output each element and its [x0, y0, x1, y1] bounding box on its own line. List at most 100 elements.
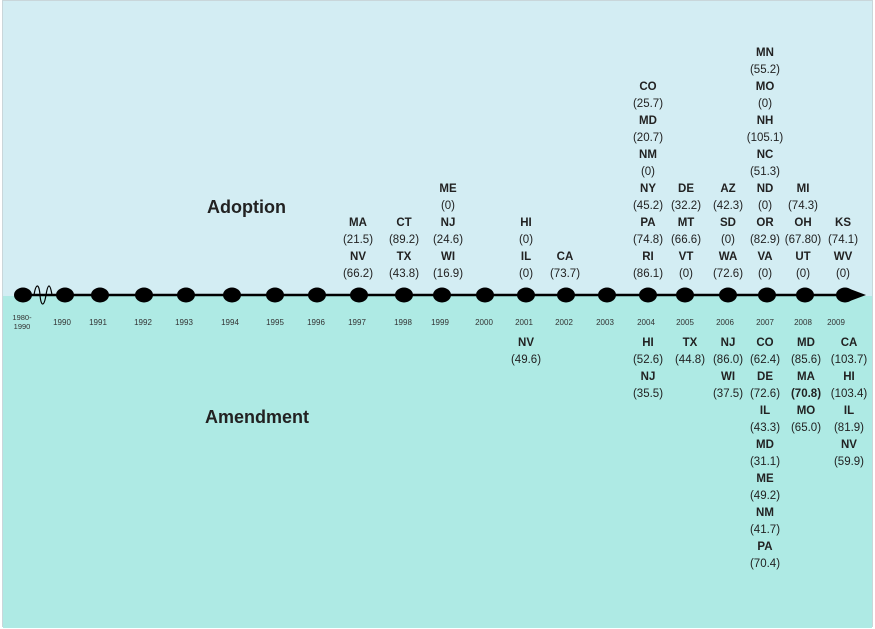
year-marker: [177, 287, 195, 303]
rps-value: (0): [518, 234, 534, 246]
year-marker: [135, 287, 153, 303]
adoption-stack-2009: KS(74.1)WV(0): [828, 215, 858, 283]
state-code: ME: [756, 473, 774, 485]
state-code: WV: [833, 251, 853, 263]
state-code: PA: [757, 541, 773, 553]
state-code: MA: [349, 217, 367, 229]
rps-value: (66.2): [342, 268, 374, 280]
rps-value: (16.9): [432, 268, 464, 280]
rps-value: (67.80): [784, 234, 822, 246]
state-code: IL: [759, 405, 771, 417]
rps-value: (0): [757, 200, 773, 212]
year-marker: [598, 287, 616, 303]
rps-value: (103.7): [830, 354, 868, 366]
year-label: 1992: [134, 318, 152, 327]
rps-value: (65.0): [790, 422, 822, 434]
rps-value: (59.9): [833, 456, 865, 468]
state-code: MD: [797, 337, 815, 349]
state-code: IL: [520, 251, 532, 263]
state-code: CO: [756, 337, 774, 349]
rps-value: (21.5): [342, 234, 374, 246]
year-label: 2004: [637, 318, 655, 327]
year-marker: [56, 287, 74, 303]
state-code: SD: [720, 217, 736, 229]
rps-value: (86.1): [632, 268, 664, 280]
rps-value: (70.4): [749, 558, 781, 570]
state-code: VA: [757, 251, 773, 263]
amendment-label: Amendment: [205, 407, 310, 427]
rps-value: (82.9): [749, 234, 781, 246]
state-code: MD: [639, 115, 657, 127]
year-marker: [14, 287, 32, 303]
state-code: DE: [757, 371, 773, 383]
year-marker: [676, 287, 694, 303]
adoption-stack-2005: DE(32.2)MT(66.6)VT(0): [671, 181, 701, 283]
year-marker: [350, 287, 368, 303]
year-label: 1991: [89, 318, 107, 327]
year-label: 1980-1990: [12, 313, 32, 331]
state-code: NM: [639, 149, 657, 161]
state-code: VT: [678, 251, 694, 263]
rps-value: (42.3): [712, 200, 744, 212]
rps-value: (0): [518, 268, 534, 280]
rps-value: (51.3): [749, 166, 781, 178]
rps-value: (72.6): [749, 388, 781, 400]
state-code: CA: [556, 251, 574, 263]
rps-value: (0): [720, 234, 736, 246]
rps-value: (73.7): [549, 268, 581, 280]
year-marker: [719, 287, 737, 303]
rps-value: (20.7): [632, 132, 664, 144]
amendment-stack-2009: CA(103.7)HI(103.4)IL(81.9)NV(59.9): [831, 335, 867, 471]
year-label: 1998: [394, 318, 412, 327]
rps-value: (103.4): [830, 388, 868, 400]
rps-value: (24.6): [432, 234, 464, 246]
year-label: 1993: [175, 318, 193, 327]
rps-value: (105.1): [746, 132, 784, 144]
state-code: NJ: [440, 217, 456, 229]
timeline-arrowhead: [850, 289, 866, 301]
adoption-stack-1998: CT(89.2)TX(43.8): [389, 215, 419, 283]
rps-value: (85.6): [790, 354, 822, 366]
state-code: MI: [796, 183, 810, 195]
year-marker: [836, 287, 854, 303]
rps-value: (66.6): [670, 234, 702, 246]
rps-value: (0): [757, 268, 773, 280]
year-label: 2008: [794, 318, 812, 327]
rps-value: (74.1): [827, 234, 859, 246]
year-marker: [517, 287, 535, 303]
amendment-region: [3, 296, 872, 628]
rps-value: (72.6): [712, 268, 744, 280]
state-code: MN: [756, 47, 774, 59]
state-code: NM: [756, 507, 774, 519]
state-code: NV: [518, 337, 534, 349]
year-marker: [91, 287, 109, 303]
state-code: NJ: [640, 371, 656, 383]
state-code: NV: [350, 251, 366, 263]
rps-value: (0): [640, 166, 656, 178]
year-marker: [395, 287, 413, 303]
rps-value: (0): [440, 200, 456, 212]
year-marker: [266, 287, 284, 303]
state-code: TX: [396, 251, 412, 263]
state-code: HI: [642, 337, 654, 349]
year-label: 2005: [676, 318, 694, 327]
year-marker: [223, 287, 241, 303]
year-label: 1995: [266, 318, 284, 327]
state-code: MO: [796, 405, 816, 417]
amendment-stack-2008: MD(85.6)MA(70.8)MO(65.0): [791, 335, 821, 437]
rps-value: (49.6): [510, 354, 542, 366]
year-marker: [639, 287, 657, 303]
state-code: NH: [756, 115, 774, 127]
year-label: 1997: [348, 318, 366, 327]
state-code: IL: [843, 405, 855, 417]
rps-value: (52.6): [632, 354, 664, 366]
adoption-label: Adoption: [207, 197, 286, 217]
year-label: 1999: [431, 318, 449, 327]
year-label: 2002: [555, 318, 573, 327]
adoption-stack-1997: MA (21.5) NV (66.2): [343, 215, 373, 283]
rps-value: (43.8): [388, 268, 420, 280]
state-code: UT: [795, 251, 811, 263]
state-code: NV: [841, 439, 857, 451]
year-label: 1990: [53, 318, 71, 327]
state-code: NC: [756, 149, 774, 161]
